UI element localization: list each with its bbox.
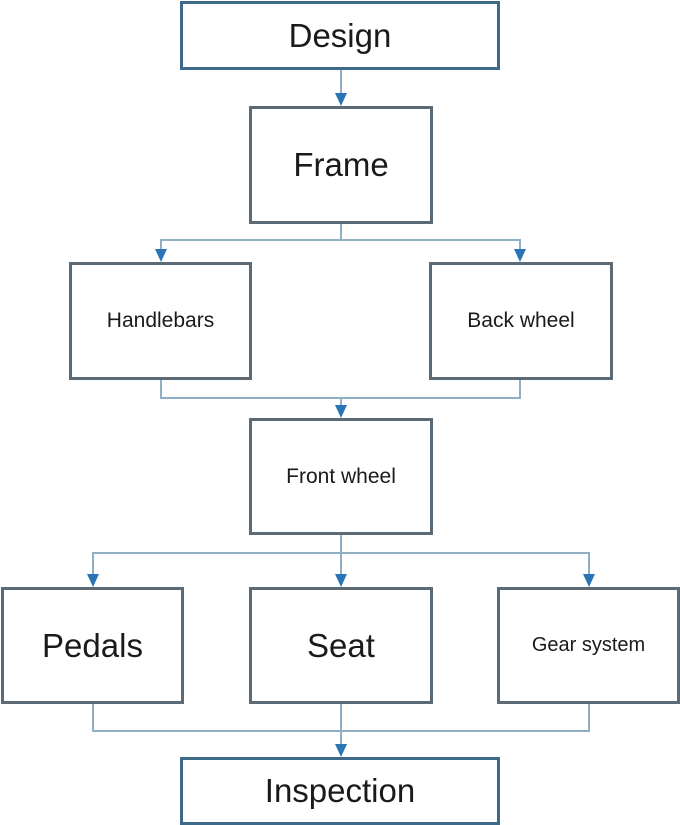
- node-seat-label: Seat: [307, 626, 375, 664]
- node-gear-system: Gear system: [497, 587, 680, 704]
- node-handlebars-label: Handlebars: [106, 309, 215, 332]
- arrowhead-frame-icon: [335, 93, 347, 106]
- node-inspection: Inspection: [180, 757, 500, 825]
- connector-front-wheel-branches: [92, 552, 590, 581]
- arrowhead-seat-icon: [335, 574, 347, 587]
- node-back-wheel-label: Back wheel: [467, 309, 575, 332]
- connector-frame-branches: [160, 239, 521, 256]
- node-design: Design: [180, 1, 500, 70]
- arrowhead-inspection-icon: [335, 744, 347, 757]
- node-frame-label: Frame: [293, 146, 389, 183]
- arrowhead-front-wheel-icon: [335, 405, 347, 418]
- arrowhead-gear-system-icon: [583, 574, 595, 587]
- arrowhead-handlebars-icon: [155, 249, 167, 262]
- node-handlebars: Handlebars: [69, 262, 252, 380]
- connector-merge-front-wheel: [160, 380, 521, 399]
- node-pedals: Pedals: [1, 587, 184, 704]
- node-front-wheel-label: Front wheel: [286, 464, 396, 488]
- node-design-label: Design: [288, 16, 392, 54]
- arrowhead-back-wheel-icon: [514, 249, 526, 262]
- node-pedals-label: Pedals: [42, 626, 143, 664]
- node-inspection-label: Inspection: [264, 772, 416, 809]
- node-seat: Seat: [249, 587, 433, 704]
- node-gear-system-label: Gear system: [531, 634, 646, 656]
- node-back-wheel: Back wheel: [429, 262, 613, 380]
- arrowhead-pedals-icon: [87, 574, 99, 587]
- node-frame: Frame: [249, 106, 433, 224]
- node-front-wheel: Front wheel: [249, 418, 433, 535]
